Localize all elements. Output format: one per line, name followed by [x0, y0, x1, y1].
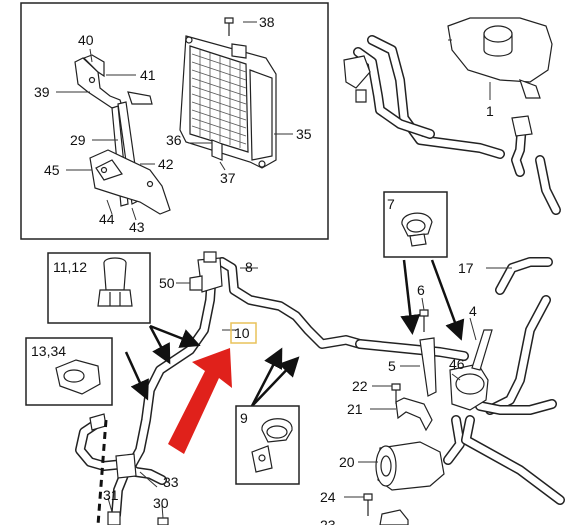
inset-frame — [20, 2, 329, 240]
callout-42: 42 — [158, 156, 174, 172]
bracket-assembly — [74, 54, 171, 215]
callout-45: 45 — [44, 162, 60, 178]
callout-41: 41 — [140, 67, 156, 83]
callout-37: 37 — [220, 170, 236, 186]
callout-46: 46 — [449, 356, 465, 372]
callout-22: 22 — [352, 378, 368, 394]
callout-labels: 38 40 41 39 29 36 35 42 45 37 44 43 1 7 … — [31, 14, 494, 525]
callout-4: 4 — [469, 303, 477, 319]
callout-20: 20 — [339, 454, 355, 470]
callout-39: 39 — [34, 84, 50, 100]
bolt-38 — [224, 17, 234, 36]
expansion-tank — [447, 17, 553, 99]
electric-pump — [375, 441, 445, 491]
callout-11-12: 11,12 — [53, 259, 87, 275]
callout-33: 33 — [163, 474, 179, 490]
callout-40: 40 — [78, 32, 94, 48]
upper-hoses — [343, 35, 561, 215]
connector-50 — [189, 251, 223, 293]
callout-43: 43 — [129, 219, 145, 235]
detail-box-13-34 — [25, 337, 113, 406]
callout-6: 6 — [417, 282, 425, 298]
clamp-21 — [395, 397, 433, 432]
inset-leader-lines — [56, 21, 293, 221]
callout-30: 30 — [153, 495, 169, 511]
callout-29: 29 — [70, 132, 86, 148]
detail-box-7 — [383, 191, 448, 258]
callout-9: 9 — [240, 410, 248, 426]
red-pointer-arrow-icon — [168, 348, 232, 454]
main-hoses — [75, 257, 565, 520]
auxiliary-radiator — [179, 35, 277, 169]
callout-44: 44 — [99, 211, 115, 227]
callout-36: 36 — [166, 132, 182, 148]
callout-38: 38 — [259, 14, 275, 30]
main-leader-lines — [107, 267, 512, 519]
callout-8: 8 — [245, 259, 253, 275]
callout-13-34: 13,34 — [31, 343, 66, 359]
callout-7: 7 — [387, 196, 395, 212]
callout-21: 21 — [347, 401, 363, 417]
bolts — [363, 309, 429, 525]
callout-10: 10 — [234, 325, 250, 341]
callout-24: 24 — [320, 489, 336, 505]
lower-left-fittings — [89, 413, 169, 525]
dashed-line — [96, 419, 108, 525]
detail-box-9 — [235, 405, 300, 485]
valve-assembly — [419, 329, 493, 411]
highlight-box — [230, 322, 257, 344]
callout-17: 17 — [458, 260, 474, 276]
callout-50: 50 — [159, 275, 175, 291]
callout-1: 1 — [486, 103, 494, 119]
callout-5: 5 — [388, 358, 396, 374]
detail-box-11-12 — [47, 252, 151, 324]
callout-31: 31 — [103, 487, 119, 503]
callout-23: 23 — [320, 517, 336, 525]
callout-35: 35 — [296, 126, 312, 142]
